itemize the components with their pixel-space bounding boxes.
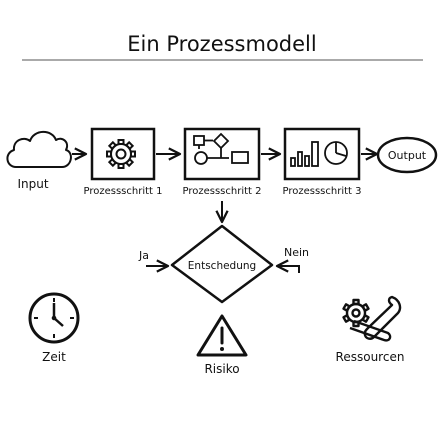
step3-box xyxy=(283,127,361,181)
warning-icon xyxy=(196,314,248,357)
chart-icon xyxy=(290,141,348,167)
arrow-no xyxy=(277,265,300,273)
decision-label: Entschedung xyxy=(188,260,256,272)
clock-icon xyxy=(28,292,80,344)
page-title: Ein Prozessmodell xyxy=(127,32,316,56)
cloud-icon xyxy=(6,130,72,168)
resources-label: Ressourcen xyxy=(336,350,405,364)
risk-label: Risiko xyxy=(204,362,239,376)
flowchart-icon xyxy=(193,132,249,165)
output-label: Output xyxy=(388,149,427,162)
gear-icon xyxy=(106,139,136,169)
step1-label: Prozessschritt 1 xyxy=(83,186,162,197)
input-label: Input xyxy=(17,177,48,191)
no-label: Nein xyxy=(284,246,309,259)
step3-label: Prozessschritt 3 xyxy=(282,186,361,197)
decision-diamond xyxy=(170,224,274,304)
step1-box xyxy=(90,127,156,181)
time-label: Zeit xyxy=(42,350,66,364)
output-node xyxy=(376,136,438,174)
step2-label: Prozessschritt 2 xyxy=(182,186,261,197)
yes-label: Ja xyxy=(138,249,149,262)
tools-icon xyxy=(342,295,402,342)
